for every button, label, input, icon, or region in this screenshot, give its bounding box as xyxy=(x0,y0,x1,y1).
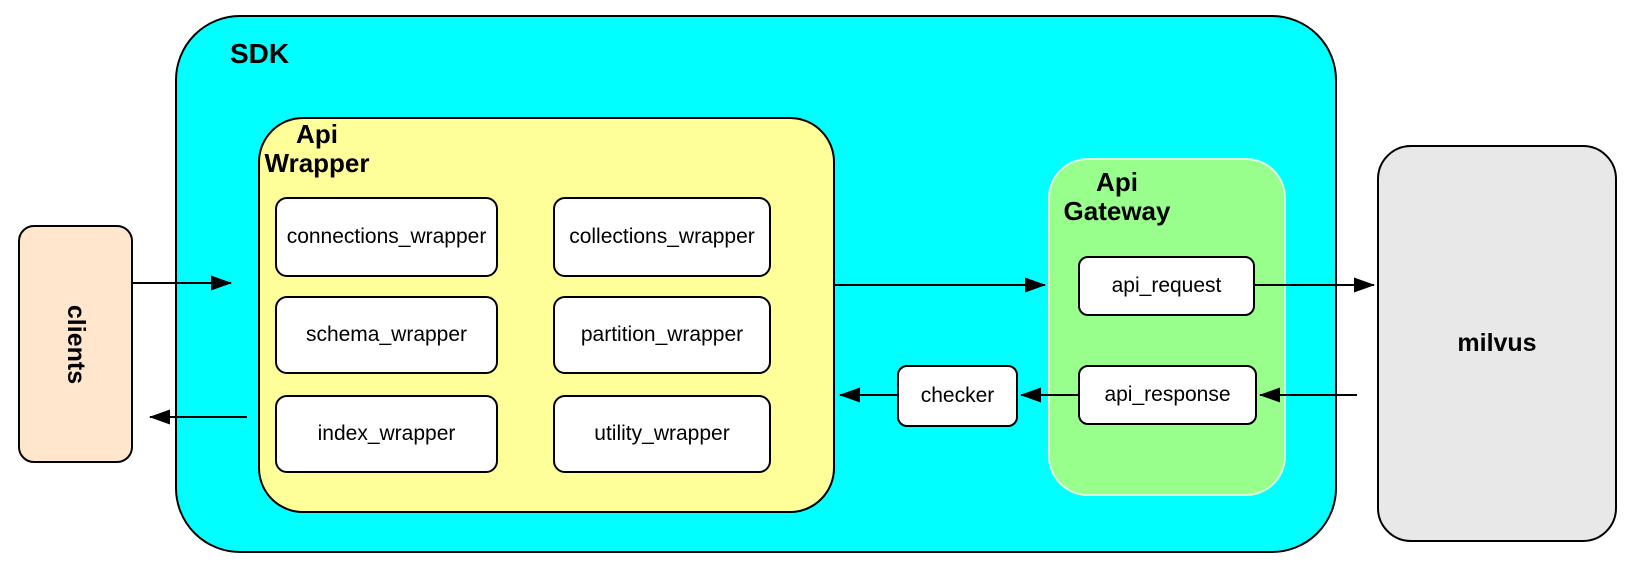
milvus-label: milvus xyxy=(1457,329,1537,357)
checker-node: checker xyxy=(897,365,1018,427)
milvus-node: milvus xyxy=(1377,145,1617,542)
utility-wrapper-node: utility_wrapper xyxy=(553,395,771,473)
clients-node: clients xyxy=(18,225,133,463)
partition-wrapper-node: partition_wrapper xyxy=(553,296,771,374)
api-gateway-label: Api Gateway xyxy=(1063,167,1171,227)
connections-wrapper-node: connections_wrapper xyxy=(275,197,498,277)
index-wrapper-node: index_wrapper xyxy=(275,395,498,473)
clients-label: clients xyxy=(61,304,90,384)
api-wrapper-label: Api Wrapper xyxy=(264,119,370,179)
api-gateway-container xyxy=(1048,158,1286,496)
schema-wrapper-node: schema_wrapper xyxy=(275,296,498,374)
api-request-node: api_request xyxy=(1078,256,1255,316)
collections-wrapper-node: collections_wrapper xyxy=(553,197,771,277)
api-response-node: api_response xyxy=(1078,365,1257,425)
sdk-label: SDK xyxy=(230,38,290,69)
